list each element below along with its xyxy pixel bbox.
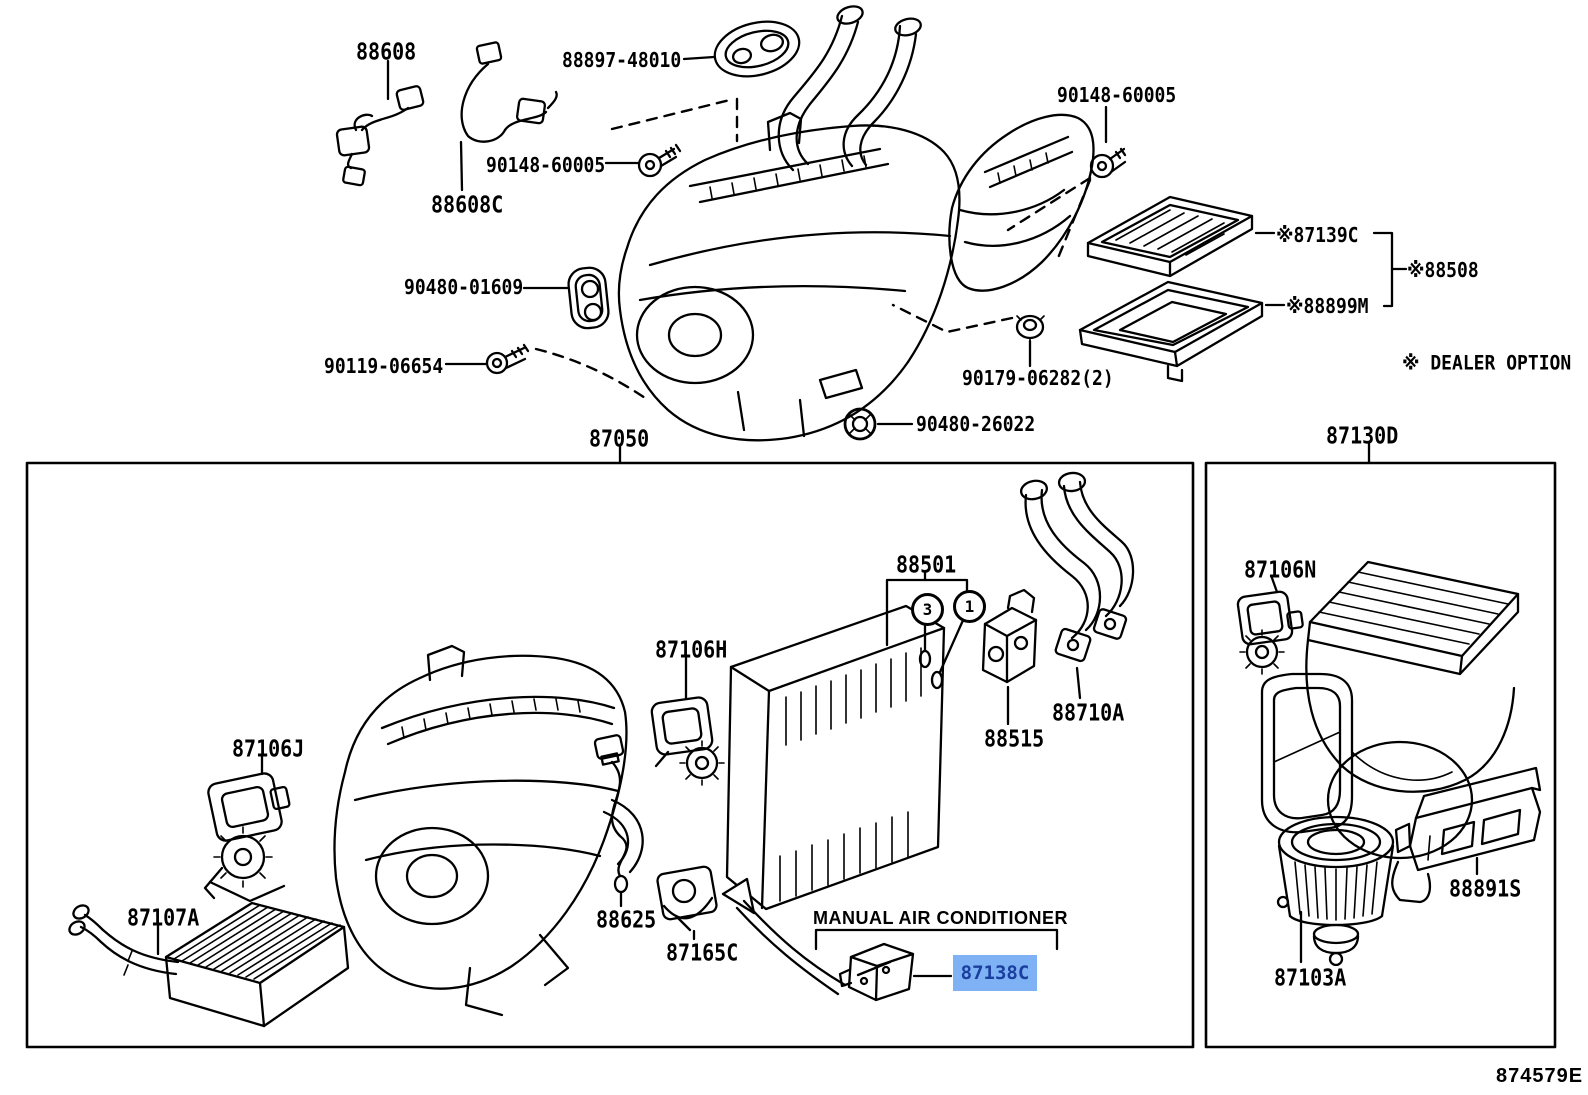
- drawing-code: 874579E: [1496, 1065, 1584, 1087]
- part-label-90148-60005-left[interactable]: 90148-60005: [486, 153, 606, 178]
- part-label-87106J[interactable]: 87106J: [232, 734, 305, 763]
- part-label-88608C[interactable]: 88608C: [431, 190, 504, 219]
- screw-90148-60005-left-drawing: [604, 97, 739, 178]
- box-87130D-frame: [1204, 442, 1557, 1049]
- part-label-87103A[interactable]: 87103A: [1274, 963, 1347, 992]
- heater-unit-assembly-top-drawing: [617, 5, 1095, 442]
- part-label-88625[interactable]: 88625: [596, 905, 657, 934]
- part-label-88710A[interactable]: 88710A: [1052, 698, 1125, 727]
- filter-element-87139C-drawing: [1086, 195, 1276, 278]
- part-label-88897-48010[interactable]: 88897-48010: [562, 48, 682, 73]
- actuator-87165C-drawing: [656, 865, 718, 941]
- part-label-87106N[interactable]: 87106N: [1244, 555, 1317, 584]
- tube-88710A-drawing: [1019, 471, 1135, 700]
- circled-marker-1: 1: [953, 590, 986, 623]
- servo-87106N-drawing: [1236, 576, 1304, 675]
- grommet-90480-26022-drawing: [843, 407, 914, 441]
- part-label-87107A[interactable]: 87107A: [127, 903, 200, 932]
- blower-motor-87103A-drawing: [1276, 815, 1395, 967]
- harness-88608C-drawing: [459, 41, 558, 192]
- part-label-87165C[interactable]: 87165C: [666, 938, 739, 967]
- dealer-option-bracket: [1372, 231, 1408, 308]
- part-label-88899M[interactable]: ※88899M: [1286, 294, 1369, 319]
- thermistor-88625-drawing: [593, 734, 629, 908]
- part-label-88608[interactable]: 88608: [356, 37, 417, 66]
- bolt-90119-06654-drawing: [444, 343, 650, 402]
- blower-case-assembly-drawing: [1260, 560, 1520, 904]
- grommet-88897-48010-drawing: [682, 20, 801, 78]
- part-label-90480-26022[interactable]: 90480-26022: [916, 412, 1036, 437]
- part-label-88501[interactable]: 88501: [896, 550, 957, 579]
- part-label-87139C[interactable]: ※87139C: [1276, 223, 1359, 248]
- part-label-87050[interactable]: 87050: [589, 424, 650, 453]
- nut-90179-06282-drawing: [891, 303, 1045, 368]
- part-label-87106H[interactable]: 87106H: [655, 635, 728, 664]
- servo-87106J-drawing: [203, 754, 291, 903]
- screw-90148-60005-right-drawing: [1006, 105, 1127, 260]
- dealer-option-note: ※ DEALER OPTION: [1402, 351, 1572, 375]
- resistor-88891S-drawing: [1394, 766, 1542, 876]
- part-label-88515[interactable]: 88515: [984, 724, 1045, 753]
- part-label-88508[interactable]: ※88508: [1407, 258, 1479, 283]
- manual-ac-bracket: [814, 928, 1059, 951]
- filter-case-88899M-drawing: [1078, 280, 1286, 383]
- damper-87138C-drawing: [838, 942, 953, 1002]
- part-label-88891S[interactable]: 88891S: [1449, 874, 1522, 903]
- circled-marker-3: 3: [911, 593, 944, 626]
- harness-88608-drawing: [335, 59, 425, 187]
- part-label-90179-06282[interactable]: 90179-06282(2): [962, 366, 1114, 391]
- manual-ac-section-label: MANUAL AIR CONDITIONER: [813, 908, 1068, 928]
- grommet-90480-01609-drawing: [522, 266, 610, 330]
- box-87050-frame: [25, 444, 1195, 1049]
- oring-88501-bracket: [885, 570, 969, 690]
- part-label-90480-01609[interactable]: 90480-01609: [404, 275, 524, 300]
- evaporator-drawing: [725, 604, 946, 911]
- part-label-90148-60005-right[interactable]: 90148-60005: [1057, 83, 1177, 108]
- servo-87106H-drawing: [650, 656, 725, 786]
- heater-core-87107A-drawing: [68, 901, 350, 1028]
- part-label-90119-06654[interactable]: 90119-06654: [324, 354, 444, 379]
- part-label-87130D[interactable]: 87130D: [1326, 421, 1399, 450]
- heater-unit-lower-drawing: [333, 644, 644, 1017]
- pointer-arrow: [721, 877, 847, 996]
- expansion-valve-88515-drawing: [981, 588, 1038, 726]
- part-label-87138C-highlighted[interactable]: 87138C: [953, 955, 1037, 991]
